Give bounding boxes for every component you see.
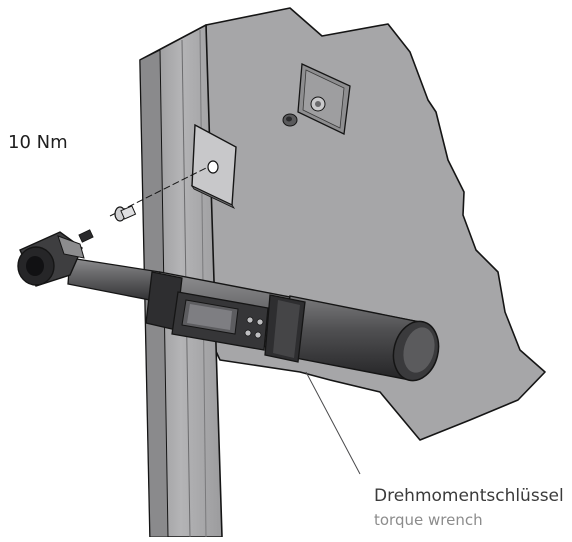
screw [109, 167, 207, 222]
callout-label-german: Drehmomentschlüssel [374, 486, 564, 506]
upper-bracket [282, 63, 351, 135]
torque-value-label: 10 Nm [8, 132, 68, 153]
callout-leader [305, 371, 361, 475]
callout-label-english: torque wrench [374, 511, 483, 529]
torque-wrench [17, 229, 440, 382]
mounting-plate [190, 123, 237, 209]
panel-surface [205, 7, 546, 441]
